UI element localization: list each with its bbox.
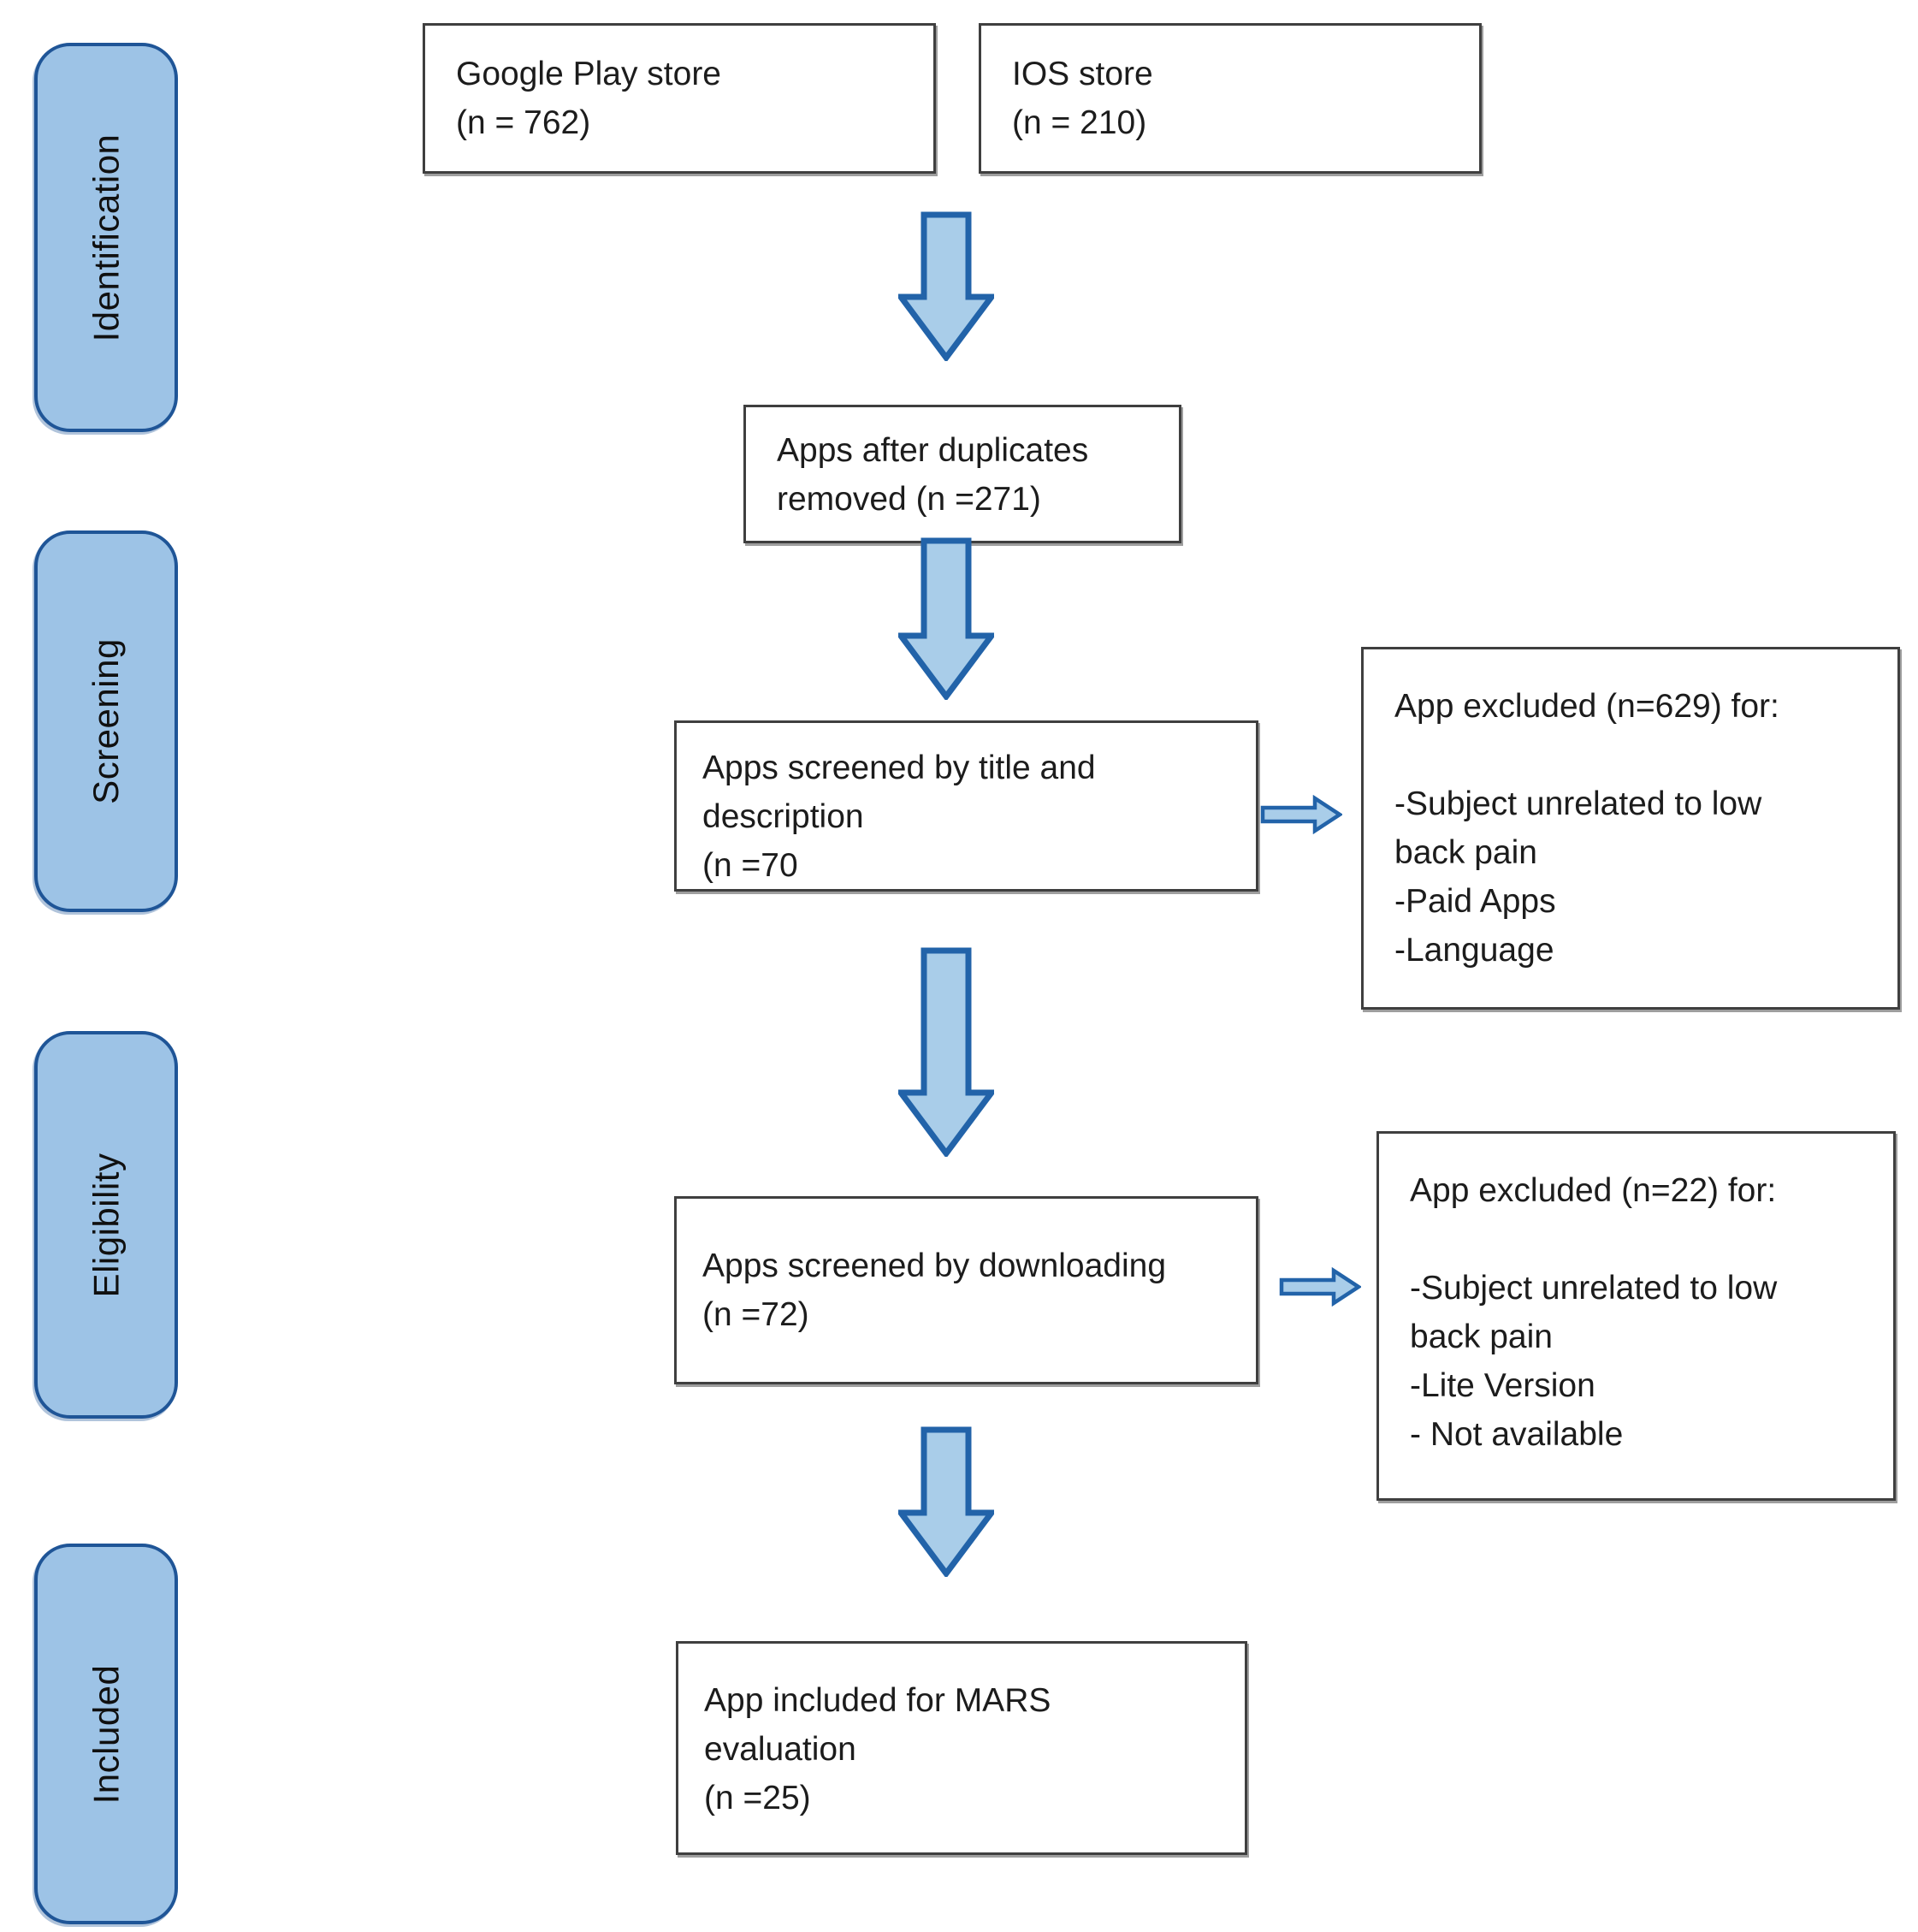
box-duplicates-removed-text: Apps after duplicates removed (n =271) bbox=[777, 432, 1089, 518]
down-arrow-3-icon bbox=[898, 947, 994, 1157]
box-ios-store: IOS store (n = 210) bbox=[979, 23, 1482, 174]
box-excluded-title-screening: App excluded (n=629) for: -Subject unrel… bbox=[1361, 647, 1900, 1010]
box-screened-title-description: Apps screened by title and description (… bbox=[674, 720, 1258, 892]
down-arrow-1-icon bbox=[898, 211, 994, 361]
down-arrow-2-icon bbox=[898, 537, 994, 700]
stage-eligibility-label: Eligibility bbox=[86, 1153, 127, 1297]
box-duplicates-removed: Apps after duplicates removed (n =271) bbox=[743, 405, 1181, 543]
right-arrow-1-icon bbox=[1260, 795, 1342, 834]
down-arrow-4-icon bbox=[898, 1426, 994, 1577]
box-excluded-download-screening: App excluded (n=22) for: -Subject unrela… bbox=[1376, 1131, 1896, 1501]
box-excluded-title-screening-text: App excluded (n=629) for: -Subject unrel… bbox=[1394, 688, 1779, 969]
box-screened-downloading: Apps screened by downloading (n =72) bbox=[674, 1196, 1258, 1384]
box-included-mars: App included for MARS evaluation (n =25) bbox=[676, 1641, 1247, 1855]
stage-screening-label: Screening bbox=[86, 638, 126, 804]
stage-identification-label: Identification bbox=[86, 133, 127, 341]
stage-identification: Identification bbox=[34, 43, 178, 432]
stage-eligibility: Eligibility bbox=[34, 1031, 178, 1419]
box-google-play-store: Google Play store (n = 762) bbox=[423, 23, 936, 174]
box-ios-store-text: IOS store (n = 210) bbox=[1012, 56, 1153, 141]
stage-screening: Screening bbox=[34, 530, 178, 912]
box-excluded-download-screening-text: App excluded (n=22) for: -Subject unrela… bbox=[1410, 1172, 1778, 1453]
right-arrow-2-icon bbox=[1279, 1267, 1361, 1307]
box-screened-title-description-text: Apps screened by title and description (… bbox=[702, 750, 1096, 884]
stage-included-label: Included bbox=[86, 1664, 127, 1804]
stage-included: Included bbox=[34, 1544, 178, 1924]
box-google-play-store-text: Google Play store (n = 762) bbox=[456, 56, 722, 141]
box-screened-downloading-text: Apps screened by downloading (n =72) bbox=[702, 1248, 1167, 1333]
box-included-mars-text: App included for MARS evaluation (n =25) bbox=[704, 1682, 1051, 1816]
